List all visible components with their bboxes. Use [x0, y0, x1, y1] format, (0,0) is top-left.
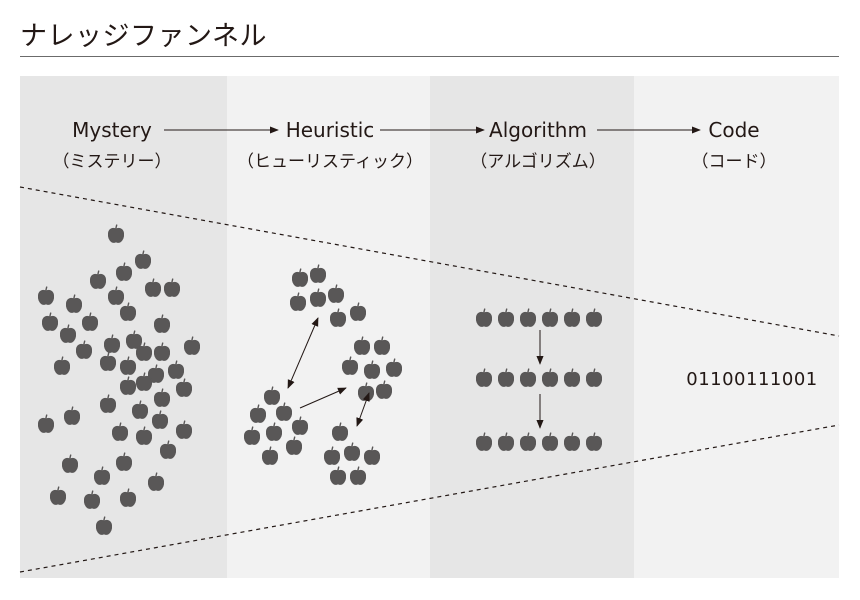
band-algorithm	[430, 76, 634, 578]
stage-kana-mystery: （ミステリー）	[53, 152, 172, 172]
heuristic-link-arrow	[356, 392, 370, 427]
stage-label-code: Code	[708, 118, 759, 142]
code-output: 01100111001	[686, 369, 817, 390]
stage-label-algorithm: Algorithm	[489, 118, 587, 142]
funnel-top-line	[19, 186, 840, 337]
funnel-bottom-line	[19, 424, 840, 573]
stage-kana-heuristic: （ヒューリスティック）	[237, 152, 423, 172]
stage-label-mystery: Mystery	[72, 118, 152, 142]
stage-label-heuristic: Heuristic	[286, 118, 375, 142]
title-rule	[20, 56, 839, 57]
band-heuristic	[227, 76, 430, 578]
heuristic-link-arrow	[287, 317, 319, 389]
band-code	[634, 76, 839, 578]
stage-kana-algorithm: （アルゴリズム）	[470, 151, 606, 172]
page-title: ナレッジファンネル	[20, 21, 267, 52]
stage-kana-code: （コード）	[692, 152, 777, 172]
heuristic-link-arrow	[299, 387, 347, 409]
